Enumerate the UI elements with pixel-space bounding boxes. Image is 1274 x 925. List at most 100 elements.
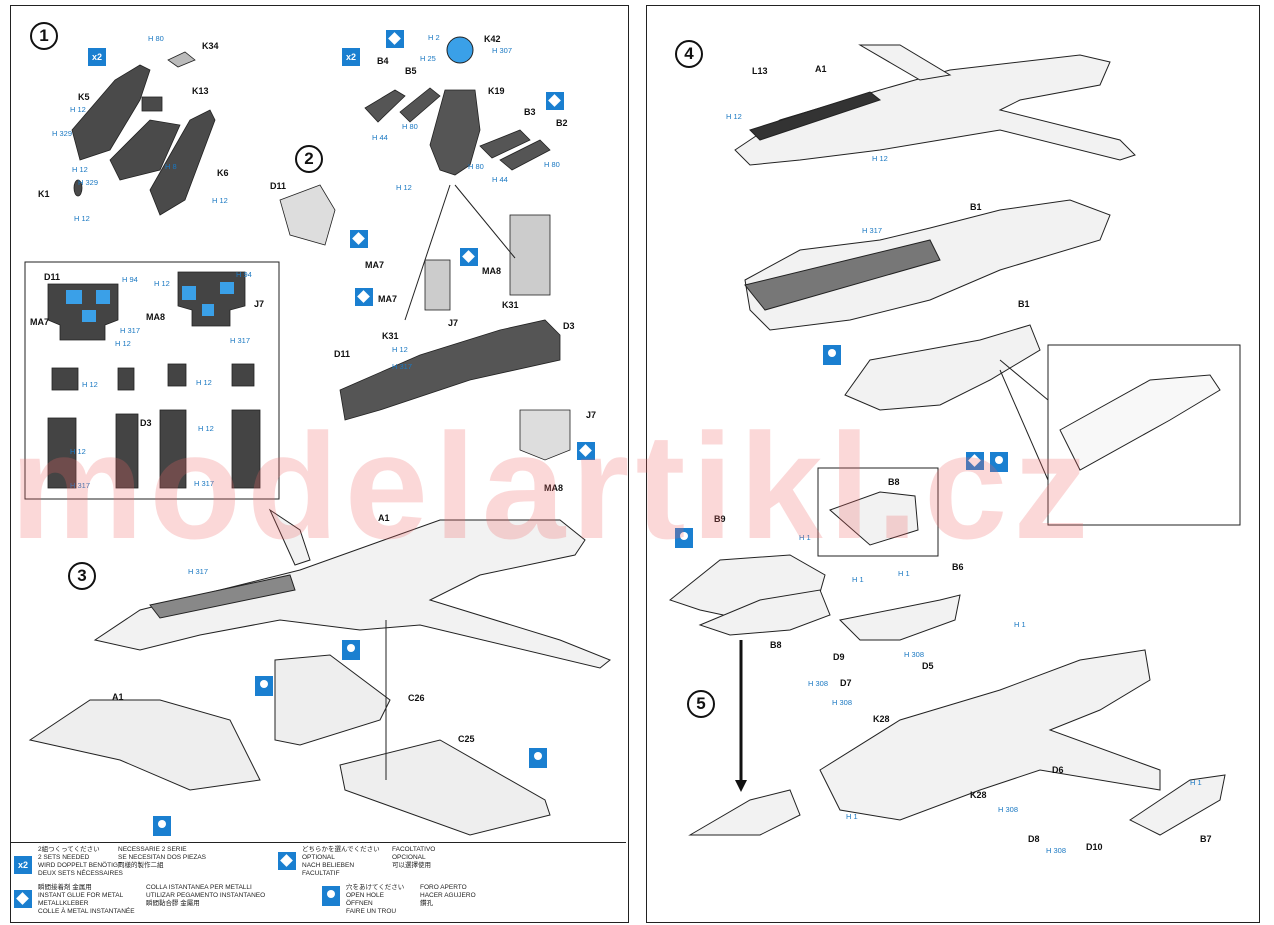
paint-code: H 307 [492,46,513,55]
legend-divider [11,842,626,843]
part-label-b4: B4 [377,56,389,66]
step-5-number: 5 [687,690,715,718]
part-label-k31: K31 [382,331,399,341]
part-label-k13: K13 [192,86,209,96]
glue-icon [355,288,373,306]
part-label-j7: J7 [254,299,265,309]
part-label-b2: B2 [556,118,568,128]
paint-code: H 12 [115,339,131,348]
part-label-b5: B5 [405,66,417,76]
part-label-ma7: MA7 [378,294,398,304]
part-label-j7: J7 [448,318,459,328]
part-label-a1: A1 [112,692,124,702]
x2-symbol: x2 [342,48,360,66]
part-label-ma8: MA8 [146,312,166,322]
paint-code: H 12 [70,447,86,456]
part-label-b1: B1 [1018,299,1030,309]
paint-code: H 308 [904,650,925,659]
part-label-k1: K1 [38,189,50,199]
part-label-b7: B7 [1200,834,1212,844]
paint-code: H 1 [852,575,864,584]
paint-code: H 94 [236,270,252,279]
glue-icon [460,248,478,266]
paint-code: H 1 [799,533,811,542]
paint-code: H 1 [898,569,910,578]
step-2-number: 2 [295,145,323,173]
paint-code: H 317 [188,567,209,576]
paint-code: H 2 [428,33,440,42]
paint-code: H 80 [544,160,560,169]
paint-code: H 12 [74,214,90,223]
part-label-a1: A1 [378,513,390,523]
paint-code: H 94 [122,275,138,284]
part-label-b3: B3 [524,107,536,117]
paint-code: H 25 [420,54,436,63]
paint-code: H 308 [808,679,829,688]
part-label-d11: D11 [44,272,61,282]
paint-code: H 44 [492,175,508,184]
part-label-k6: K6 [217,168,229,178]
paint-code: H 12 [72,165,88,174]
x2-symbol: x2 [88,48,106,66]
paint-code: H 317 [862,226,883,235]
optional-icon [278,852,296,870]
part-label-b8: B8 [888,477,900,487]
paint-code: H 317 [70,481,91,490]
paint-code: H 12 [726,112,742,121]
part-label-a1: A1 [815,64,827,74]
part-label-ma7: MA7 [30,317,50,327]
paint-code: H 12 [154,279,170,288]
step-4-number: 4 [675,40,703,68]
paint-code: H 12 [196,378,212,387]
x2-symbol: x2 [14,856,32,874]
part-label-d5: D5 [922,661,934,671]
paint-code: H 8 [165,162,177,171]
glue-icon [577,442,595,460]
paint-code: H 1 [846,812,858,821]
part-label-d11: D11 [270,181,287,191]
part-label-k28: K28 [873,714,890,724]
part-label-d9: D9 [833,652,845,662]
paint-code: H 317 [230,336,251,345]
part-label-k19: K19 [488,86,505,96]
paint-code: H 317 [392,362,413,371]
part-label-j7: J7 [586,410,597,420]
paint-code: H 329 [52,129,73,138]
paint-code: H 80 [402,122,418,131]
paint-code: H 1 [1190,778,1202,787]
paint-code: H 80 [148,34,164,43]
paint-code: H 12 [872,154,888,163]
glue-icon [350,230,368,248]
part-label-c26: C26 [408,693,425,703]
paint-code: H 12 [392,345,408,354]
paint-code: H 317 [120,326,141,335]
part-label-k34: K34 [202,41,219,51]
part-label-b8: B8 [770,640,782,650]
paint-code: H 12 [198,424,214,433]
part-label-d8: D8 [1028,834,1040,844]
part-label-d6: D6 [1052,765,1064,775]
part-label-k5: K5 [78,92,90,102]
step-1-number: 1 [30,22,58,50]
paint-code: H 308 [832,698,853,707]
part-label-k31: K31 [502,300,519,310]
paint-code: H 12 [70,105,86,114]
part-label-d10: D10 [1086,842,1103,852]
paint-code: H 12 [396,183,412,192]
paint-code: H 12 [82,380,98,389]
paint-code: H 308 [998,805,1019,814]
part-label-ma7: MA7 [365,260,385,270]
part-label-ma8: MA8 [544,483,564,493]
part-label-d7: D7 [840,678,852,688]
part-label-l13: L13 [752,66,768,76]
optional-icon [966,452,984,470]
paint-code: H 1 [1014,620,1026,629]
